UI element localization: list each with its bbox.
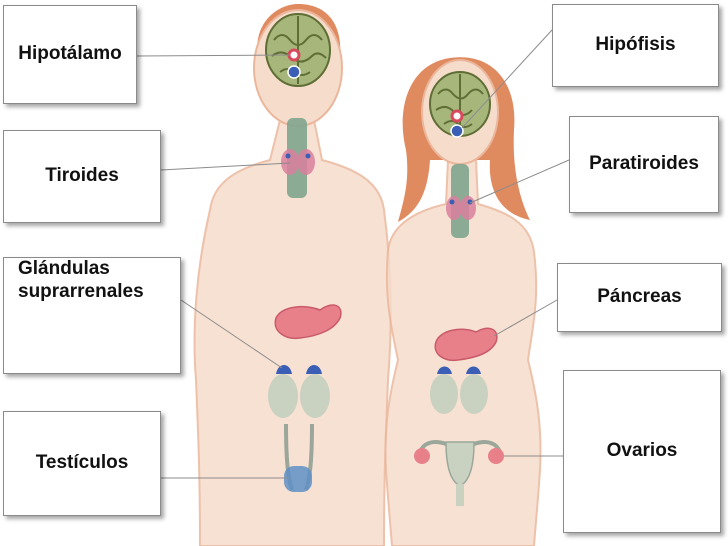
- male-pancreas: [274, 304, 342, 340]
- label-paratiroides-text: Paratiroides: [589, 153, 699, 175]
- female-ovary-right: [488, 448, 504, 464]
- label-paratiroides: Paratiroides: [569, 116, 719, 213]
- female-pituitary: [450, 124, 464, 138]
- label-pancreas-text: Páncreas: [597, 286, 682, 308]
- label-hipotalamo-text: Hipotálamo: [18, 43, 122, 65]
- label-testiculos: Testículos: [3, 411, 161, 516]
- label-ovarios: Ovarios: [563, 370, 721, 533]
- female-kidneys: [430, 366, 488, 414]
- leader-tiroides: [160, 162, 291, 171]
- label-glandulas-line1: Glándulas: [18, 258, 110, 279]
- male-pituitary: [287, 65, 301, 79]
- label-hipotalamo: Hipotálamo: [3, 5, 137, 104]
- label-tiroides-text: Tiroides: [45, 165, 119, 187]
- label-hipofisis: Hipófisis: [552, 4, 719, 87]
- label-testiculos-text: Testículos: [35, 452, 129, 474]
- leader-paratiroides: [469, 159, 570, 204]
- male-figure: [193, 4, 392, 546]
- leader-pancreas: [493, 299, 558, 337]
- male-kidneys: [268, 365, 330, 418]
- label-hipofisis-text: Hipófisis: [595, 34, 676, 56]
- male-testes: [284, 466, 312, 492]
- label-pancreas: Páncreas: [557, 263, 722, 332]
- leader-hipofisis: [461, 29, 553, 129]
- female-hypothalamus: [450, 109, 464, 123]
- female-figure: [384, 57, 542, 546]
- label-glandulas-suprarrenales: Glándulas suprarrenales: [3, 257, 181, 374]
- leader-lines: [136, 29, 570, 479]
- label-glandulas-line2: suprarrenales: [18, 280, 144, 302]
- male-hypothalamus: [287, 48, 301, 62]
- label-tiroides: Tiroides: [3, 130, 161, 223]
- label-ovarios-text: Ovarios: [606, 440, 678, 462]
- leader-hipotalamo: [136, 54, 291, 57]
- female-pancreas: [434, 327, 498, 362]
- male-thyroid: [281, 149, 315, 175]
- female-ovary-left: [414, 448, 430, 464]
- leader-glandulas: [180, 299, 283, 369]
